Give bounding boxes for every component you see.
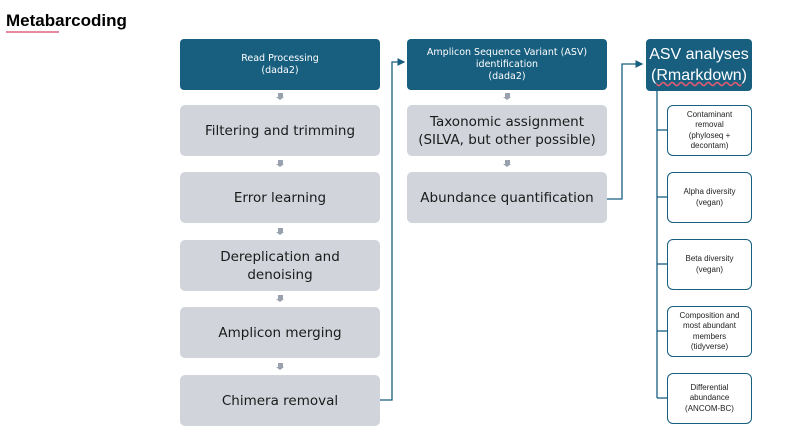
analysis-differential-abundance: Differential abundance (ANCOM-BC) [667,373,752,424]
page-title: Metabarcoding [6,11,127,33]
analysis-composition: Composition and most abundant members (t… [667,306,752,357]
spellcheck-underline [6,31,59,33]
step-label: Amplicon merging [218,324,342,341]
analysis-label: (vegan) [695,264,724,274]
analysis-label: (phyloseq + [688,130,731,140]
analysis-label: Differential [690,382,729,392]
analysis-label: (tidyverse) [690,342,729,351]
step-taxonomic-assignment: Taxonomic assignment (SILVA, but other p… [407,105,607,156]
step-amplicon-merging: Amplicon merging [180,307,380,358]
analysis-label: Beta diversity [685,254,734,263]
step-dereplication-and-denoising: Dereplication and denoising [180,240,380,291]
analysis-label: Composition and [679,310,740,320]
analysis-label: Alpha diversity [683,187,736,196]
header-line: ASV analyses [649,46,749,63]
step-abundance-quantification: Abundance quantification [407,172,607,223]
step-label: Abundance quantification [420,189,594,206]
header-line: Amplicon Sequence Variant (ASV) [426,46,588,58]
step-label: Chimera removal [221,392,339,409]
header-line: (Rmarkdown) [650,67,747,84]
step-label: Error learning [233,189,327,206]
analysis-label: (ANCOM-BC) [685,403,734,413]
analysis-label: members [692,331,727,341]
step-label: denoising [247,266,313,283]
analysis-label: most abundant [683,321,736,330]
asv-analyses-header: ASV analyses (Rmarkdown) [646,39,752,91]
analysis-label: removal [695,120,724,129]
header-line: (dada2) [261,64,299,76]
analysis-label: abundance [689,393,730,403]
analysis-alpha-diversity: Alpha diversity (vegan) [667,172,752,223]
read-processing-header: Read Processing (dada2) [180,39,380,90]
analysis-label: decontam) [690,141,729,150]
header-line: (dada2) [488,70,526,82]
connector-abundance-to-analyses [607,60,644,200]
step-label: (SILVA, but other possible) [418,131,596,148]
asv-identification-header: Amplicon Sequence Variant (ASV) identifi… [407,39,607,90]
connector-chimera-to-asv [380,58,406,401]
analysis-label: Contaminant [686,109,733,119]
step-chimera-removal: Chimera removal [180,375,380,426]
step-label: Filtering and trimming [204,122,356,139]
header-line: Read Processing [241,52,319,64]
step-label: Taxonomic assignment [429,113,585,130]
analysis-label: (vegan) [695,197,724,207]
step-filtering-and-trimming: Filtering and trimming [180,105,380,156]
step-error-learning: Error learning [180,172,380,223]
step-label: Dereplication and [220,248,340,265]
page-title-text: Metabarcoding [6,11,127,30]
header-line: identification [475,58,539,70]
analysis-contaminant-removal: Contaminant removal (phyloseq + decontam… [667,105,752,156]
rmarkdown-word: Rmarkdown [656,67,742,84]
analysis-beta-diversity: Beta diversity (vegan) [667,239,752,290]
